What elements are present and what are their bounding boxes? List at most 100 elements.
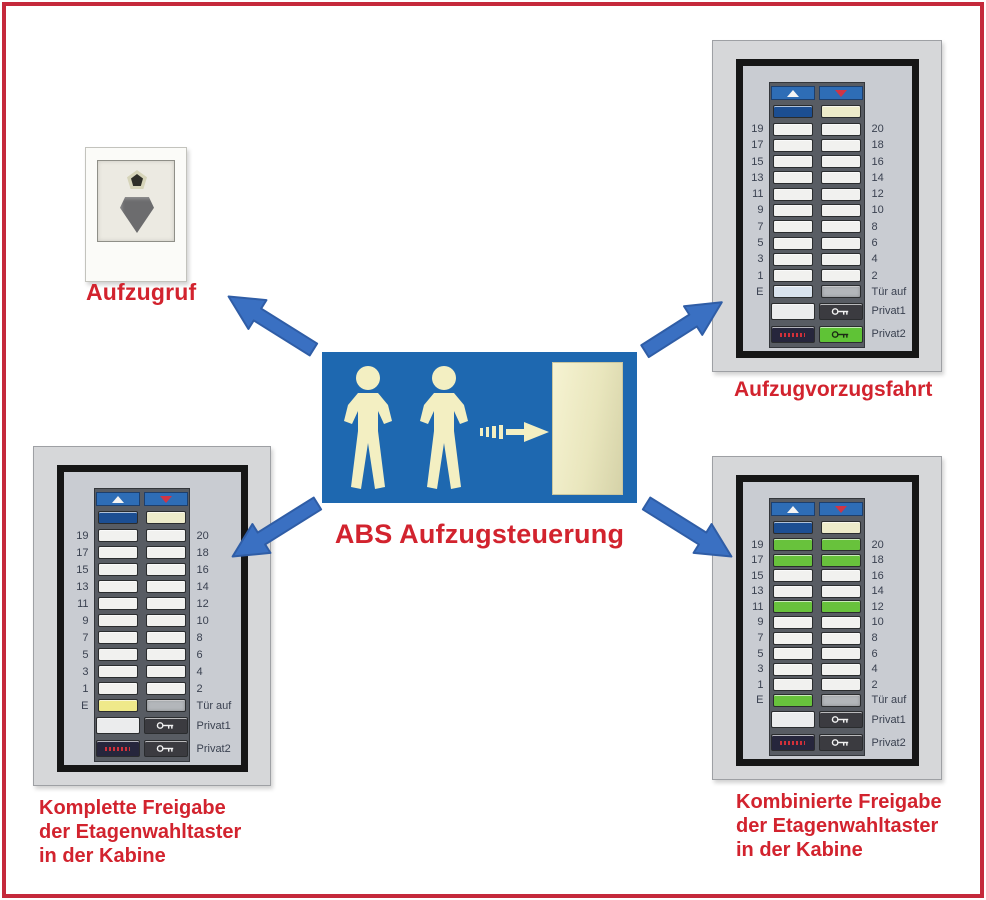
privat-button	[770, 302, 815, 320]
down-arrow-icon	[834, 505, 847, 513]
floor-button	[772, 285, 813, 299]
floor-number-left: 15	[76, 563, 89, 576]
floor-number-right: 2	[871, 269, 878, 282]
floor-number-left: 9	[757, 616, 764, 629]
floor-number-left: 1	[757, 678, 764, 691]
privat2-label: Privat2	[196, 742, 231, 755]
floor-number-left: 17	[751, 139, 764, 152]
floor-number-right: 2	[871, 678, 878, 691]
privat-button	[770, 325, 815, 343]
floor-button	[772, 678, 813, 692]
floor-button	[820, 269, 861, 283]
diagram-title: ABS Aufzugsteuerung	[334, 519, 625, 549]
floor-button	[145, 699, 186, 712]
floor-number-left: 19	[76, 529, 89, 542]
floor-number-right: 10	[871, 616, 884, 629]
floor-number-right: 12	[196, 597, 209, 610]
floor-button	[820, 538, 861, 552]
floor-button	[820, 569, 861, 583]
floor-number-left: 15	[751, 569, 764, 582]
up-arrow-icon	[111, 495, 124, 503]
floor-number-right: 14	[196, 580, 209, 593]
panel-caption: Aufzugvorzugsfahrt	[734, 378, 932, 402]
floor-button	[820, 662, 861, 676]
elevator-call-switch	[85, 147, 187, 282]
key-icon	[831, 308, 848, 315]
call-switch-label: Aufzugruf	[86, 279, 197, 305]
floor-button	[772, 600, 813, 614]
floor-button	[820, 553, 861, 567]
privat-key-button	[818, 325, 863, 343]
floor-number-right: 2	[196, 682, 203, 695]
floor-button	[820, 615, 861, 629]
floor-button	[772, 584, 813, 598]
caption-line: Kombinierte Freigabe	[736, 791, 942, 813]
floor-button	[772, 171, 813, 185]
key-icon	[831, 716, 848, 723]
indicator-button	[820, 520, 861, 534]
key-icon	[831, 739, 848, 746]
floor-button	[145, 563, 186, 576]
floor-number-right: 8	[871, 632, 878, 645]
caption-line: Komplette Freigabe	[39, 797, 226, 819]
floor-number-right: 18	[871, 139, 884, 152]
floor-number-left: 5	[757, 237, 764, 250]
floor-button	[820, 252, 861, 266]
floor-number-left: 7	[757, 220, 764, 233]
floor-button	[820, 155, 861, 169]
caption-line: der Etagenwahltaster	[39, 821, 242, 843]
floor-button	[772, 662, 813, 676]
privat2-label: Privat2	[871, 736, 906, 749]
floor-number-right: 6	[871, 237, 878, 250]
floor-number-right: 18	[871, 554, 884, 567]
floor-number-left: 13	[76, 580, 89, 593]
floor-number-right: 8	[196, 631, 203, 644]
switch-recess	[97, 160, 175, 242]
privat-button	[95, 740, 140, 757]
floor-button	[820, 693, 861, 707]
floor-button	[772, 252, 813, 266]
floor-button	[772, 138, 813, 152]
privat-key-button	[818, 734, 863, 751]
floor-number-left: 3	[757, 253, 764, 266]
floor-number-right: 6	[196, 648, 203, 661]
floor-number-left: 13	[751, 585, 764, 598]
floor-button	[97, 648, 138, 661]
floor-number-right: 14	[871, 171, 884, 184]
floor-button	[772, 631, 813, 645]
floor-button	[772, 155, 813, 169]
privat-key-button	[143, 717, 188, 734]
person-icon	[420, 366, 468, 489]
down-arrow-icon	[159, 495, 172, 503]
floor-number-left: 3	[82, 665, 89, 678]
floor-button	[97, 614, 138, 627]
floor-number-left: 11	[752, 600, 764, 613]
indicator-button	[820, 104, 861, 118]
down-direction-button	[143, 492, 188, 506]
floor-button	[97, 665, 138, 678]
indicator-button	[772, 104, 813, 118]
floor-button	[772, 569, 813, 583]
floor-button	[145, 614, 186, 627]
floor-number-right: 16	[196, 563, 209, 576]
floor-button	[820, 171, 861, 185]
floor-number-left: 1	[82, 682, 89, 695]
down-arrow-icon	[834, 89, 847, 97]
floor-button	[820, 600, 861, 614]
floor-number-left: E	[81, 699, 89, 712]
privat1-label: Privat1	[871, 305, 906, 318]
floor-number-left: 5	[757, 647, 764, 660]
floor-number-right: Tür auf	[196, 699, 232, 712]
floor-number-right: 10	[196, 614, 209, 627]
floor-number-left: 7	[82, 631, 89, 644]
floor-button	[820, 647, 861, 661]
floor-number-left: 19	[751, 538, 764, 551]
floor-button	[772, 538, 813, 552]
floor-button	[97, 546, 138, 559]
up-direction-button	[95, 492, 140, 506]
